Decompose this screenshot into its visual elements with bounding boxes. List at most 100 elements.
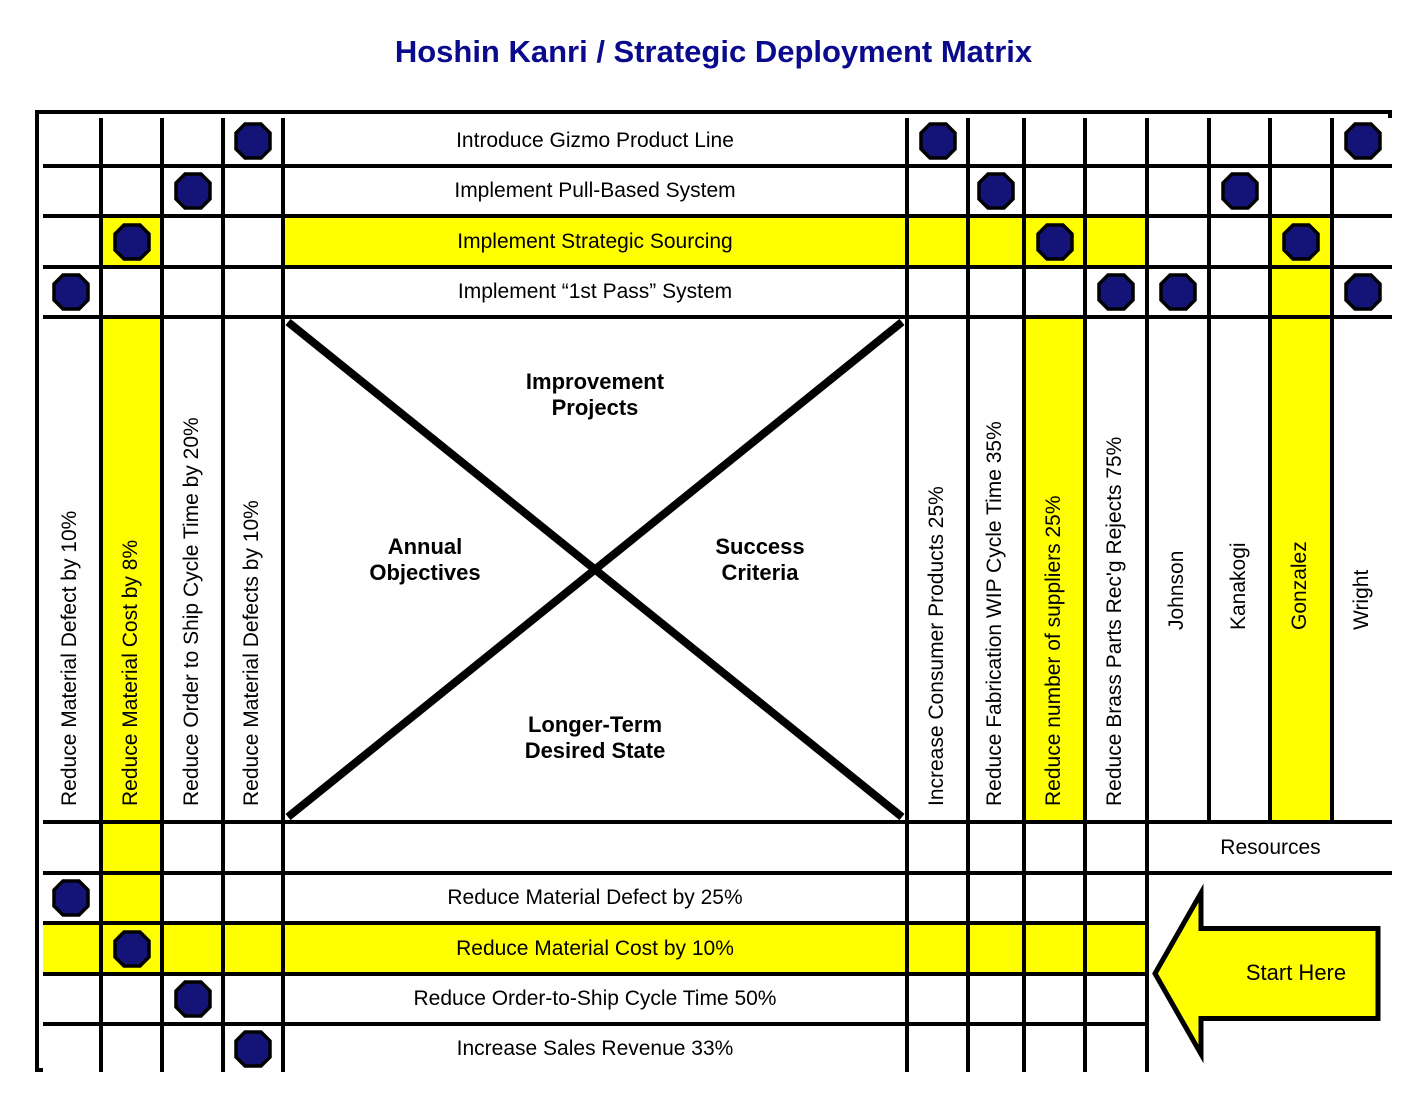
annual-objective-label[interactable]: Reduce Material Cost by 10% <box>285 925 909 976</box>
improvement-cell-left[interactable] <box>164 118 225 168</box>
annual-objective-cell-right[interactable] <box>970 1026 1026 1072</box>
improvement-cell-right[interactable] <box>1087 269 1149 319</box>
resource-column[interactable]: Wright <box>1334 319 1392 824</box>
improvement-cell-right[interactable] <box>1026 218 1087 269</box>
improvement-cell-right[interactable] <box>909 168 970 218</box>
annual-objective-cell-right[interactable] <box>909 976 970 1026</box>
annual-objective-cell-left[interactable] <box>103 1026 164 1072</box>
annual-objective-cell-left[interactable] <box>164 976 225 1026</box>
improvement-cell-resource[interactable] <box>1334 118 1392 168</box>
annual-objective-cell-left[interactable] <box>164 925 225 976</box>
improvement-cell-right[interactable] <box>1026 118 1087 168</box>
improvement-cell-right[interactable] <box>970 269 1026 319</box>
improvement-cell-right[interactable] <box>909 118 970 168</box>
improvement-cell-left[interactable] <box>164 218 225 269</box>
improvement-cell-resource[interactable] <box>1334 218 1392 269</box>
annual-objective-column[interactable]: Reduce Material Defects by 10% <box>225 319 285 824</box>
annual-objective-cell-right[interactable] <box>909 1026 970 1072</box>
start-here-callout[interactable]: Start Here <box>1149 875 1392 1072</box>
improvement-cell-right[interactable] <box>970 218 1026 269</box>
annual-objective-cell-right[interactable] <box>970 925 1026 976</box>
annual-objective-cell-right[interactable] <box>1087 925 1149 976</box>
improvement-cell-resource[interactable] <box>1334 269 1392 319</box>
improvement-cell-left[interactable] <box>103 118 164 168</box>
improvement-project-label[interactable]: Implement Strategic Sourcing <box>285 218 909 269</box>
annual-objective-cell-left[interactable] <box>225 875 285 925</box>
improvement-cell-right[interactable] <box>909 269 970 319</box>
improvement-cell-resource[interactable] <box>1211 168 1272 218</box>
annual-objective-label[interactable]: Reduce Material Defect by 25% <box>285 875 909 925</box>
annual-objective-cell-left[interactable] <box>43 925 103 976</box>
annual-objective-cell-left[interactable] <box>43 875 103 925</box>
annual-objective-cell-left[interactable] <box>43 976 103 1026</box>
improvement-project-label[interactable]: Implement “1st Pass” System <box>285 269 909 319</box>
annual-objective-cell-left[interactable] <box>164 1026 225 1072</box>
annual-objective-cell-right[interactable] <box>909 925 970 976</box>
improvement-cell-resource[interactable] <box>1272 118 1334 168</box>
annual-objective-cell-right[interactable] <box>1026 1026 1087 1072</box>
improvement-cell-right[interactable] <box>1026 168 1087 218</box>
annual-objective-cell-left[interactable] <box>225 1026 285 1072</box>
annual-objective-cell-right[interactable] <box>1087 976 1149 1026</box>
annual-objective-cell-left[interactable] <box>103 925 164 976</box>
improvement-cell-left[interactable] <box>43 269 103 319</box>
annual-objective-column[interactable]: Reduce Material Cost by 8% <box>103 319 164 824</box>
annual-objective-cell-right[interactable] <box>1026 925 1087 976</box>
resource-column[interactable]: Gonzalez <box>1272 319 1334 824</box>
resource-column[interactable]: Kanakogi <box>1211 319 1272 824</box>
improvement-cell-left[interactable] <box>43 118 103 168</box>
success-criteria-column[interactable]: Increase Consumer Products 25% <box>909 319 970 824</box>
improvement-cell-resource[interactable] <box>1211 269 1272 319</box>
improvement-project-label[interactable]: Implement Pull-Based System <box>285 168 909 218</box>
improvement-cell-left[interactable] <box>103 269 164 319</box>
improvement-cell-left[interactable] <box>103 218 164 269</box>
improvement-cell-right[interactable] <box>1087 168 1149 218</box>
annual-objective-cell-left[interactable] <box>103 976 164 1026</box>
improvement-cell-right[interactable] <box>970 118 1026 168</box>
annual-objective-column[interactable]: Reduce Material Defect by 10% <box>43 319 103 824</box>
improvement-cell-left[interactable] <box>164 168 225 218</box>
improvement-cell-left[interactable] <box>225 118 285 168</box>
annual-objective-cell-right[interactable] <box>1026 976 1087 1026</box>
resource-column[interactable]: Johnson <box>1149 319 1211 824</box>
annual-objective-cell-left[interactable] <box>103 875 164 925</box>
annual-objective-label[interactable]: Reduce Order-to-Ship Cycle Time 50% <box>285 976 909 1026</box>
improvement-cell-left[interactable] <box>225 269 285 319</box>
improvement-cell-right[interactable] <box>970 168 1026 218</box>
improvement-cell-right[interactable] <box>909 218 970 269</box>
improvement-cell-left[interactable] <box>43 168 103 218</box>
success-criteria-column[interactable]: Reduce Brass Parts Rec'g Rejects 75% <box>1087 319 1149 824</box>
improvement-cell-resource[interactable] <box>1211 118 1272 168</box>
annual-objective-label[interactable]: Increase Sales Revenue 33% <box>285 1026 909 1072</box>
improvement-cell-left[interactable] <box>225 218 285 269</box>
annual-objective-cell-right[interactable] <box>909 875 970 925</box>
improvement-cell-right[interactable] <box>1087 218 1149 269</box>
annual-objective-cell-left[interactable] <box>43 1026 103 1072</box>
annual-objective-cell-left[interactable] <box>164 875 225 925</box>
improvement-cell-right[interactable] <box>1087 118 1149 168</box>
improvement-cell-left[interactable] <box>164 269 225 319</box>
annual-objective-cell-right[interactable] <box>970 976 1026 1026</box>
improvement-cell-resource[interactable] <box>1334 168 1392 218</box>
annual-objective-cell-left[interactable] <box>225 976 285 1026</box>
improvement-cell-resource[interactable] <box>1149 168 1211 218</box>
improvement-cell-resource[interactable] <box>1149 218 1211 269</box>
improvement-cell-resource[interactable] <box>1272 269 1334 319</box>
improvement-cell-left[interactable] <box>103 168 164 218</box>
improvement-project-label[interactable]: Introduce Gizmo Product Line <box>285 118 909 168</box>
improvement-cell-resource[interactable] <box>1149 118 1211 168</box>
improvement-cell-left[interactable] <box>43 218 103 269</box>
improvement-cell-right[interactable] <box>1026 269 1087 319</box>
improvement-cell-left[interactable] <box>225 168 285 218</box>
improvement-cell-resource[interactable] <box>1211 218 1272 269</box>
improvement-cell-resource[interactable] <box>1272 168 1334 218</box>
improvement-cell-resource[interactable] <box>1149 269 1211 319</box>
annual-objective-cell-right[interactable] <box>970 875 1026 925</box>
improvement-cell-resource[interactable] <box>1272 218 1334 269</box>
annual-objective-cell-left[interactable] <box>225 925 285 976</box>
annual-objective-cell-right[interactable] <box>1087 1026 1149 1072</box>
annual-objective-cell-right[interactable] <box>1087 875 1149 925</box>
annual-objective-cell-right[interactable] <box>1026 875 1087 925</box>
annual-objective-column[interactable]: Reduce Order to Ship Cycle Time by 20% <box>164 319 225 824</box>
success-criteria-column[interactable]: Reduce number of suppliers 25% <box>1026 319 1087 824</box>
